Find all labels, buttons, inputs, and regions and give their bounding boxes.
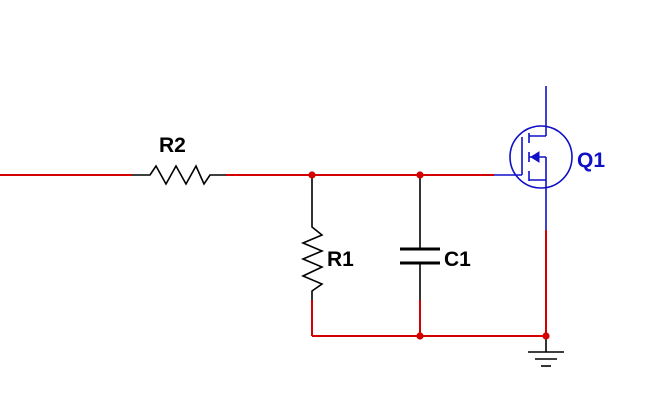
capacitor-c1-label: C1 [444,248,471,271]
junction-dot [542,332,550,340]
resistor-r2-body [132,164,226,186]
resistor-r1-label: R1 [327,248,354,271]
ground-symbol [528,336,564,367]
junction-dot [416,171,424,179]
resistor-r1-body [300,175,325,300]
junction-dot [308,171,316,179]
resistor-r1[interactable]: R1 [300,175,354,300]
resistor-r2[interactable]: R2 [132,134,226,186]
wires [0,174,547,337]
capacitor-c1[interactable]: C1 [400,175,471,300]
junction-dot [416,332,424,340]
resistor-r2-label: R2 [159,134,186,157]
mosfet-arrow-icon [530,151,540,163]
mosfet-q1[interactable]: Q1 [494,86,605,230]
junctions [308,171,550,340]
mosfet-body-circle [509,125,573,189]
mosfet-q1-label: Q1 [577,149,605,172]
